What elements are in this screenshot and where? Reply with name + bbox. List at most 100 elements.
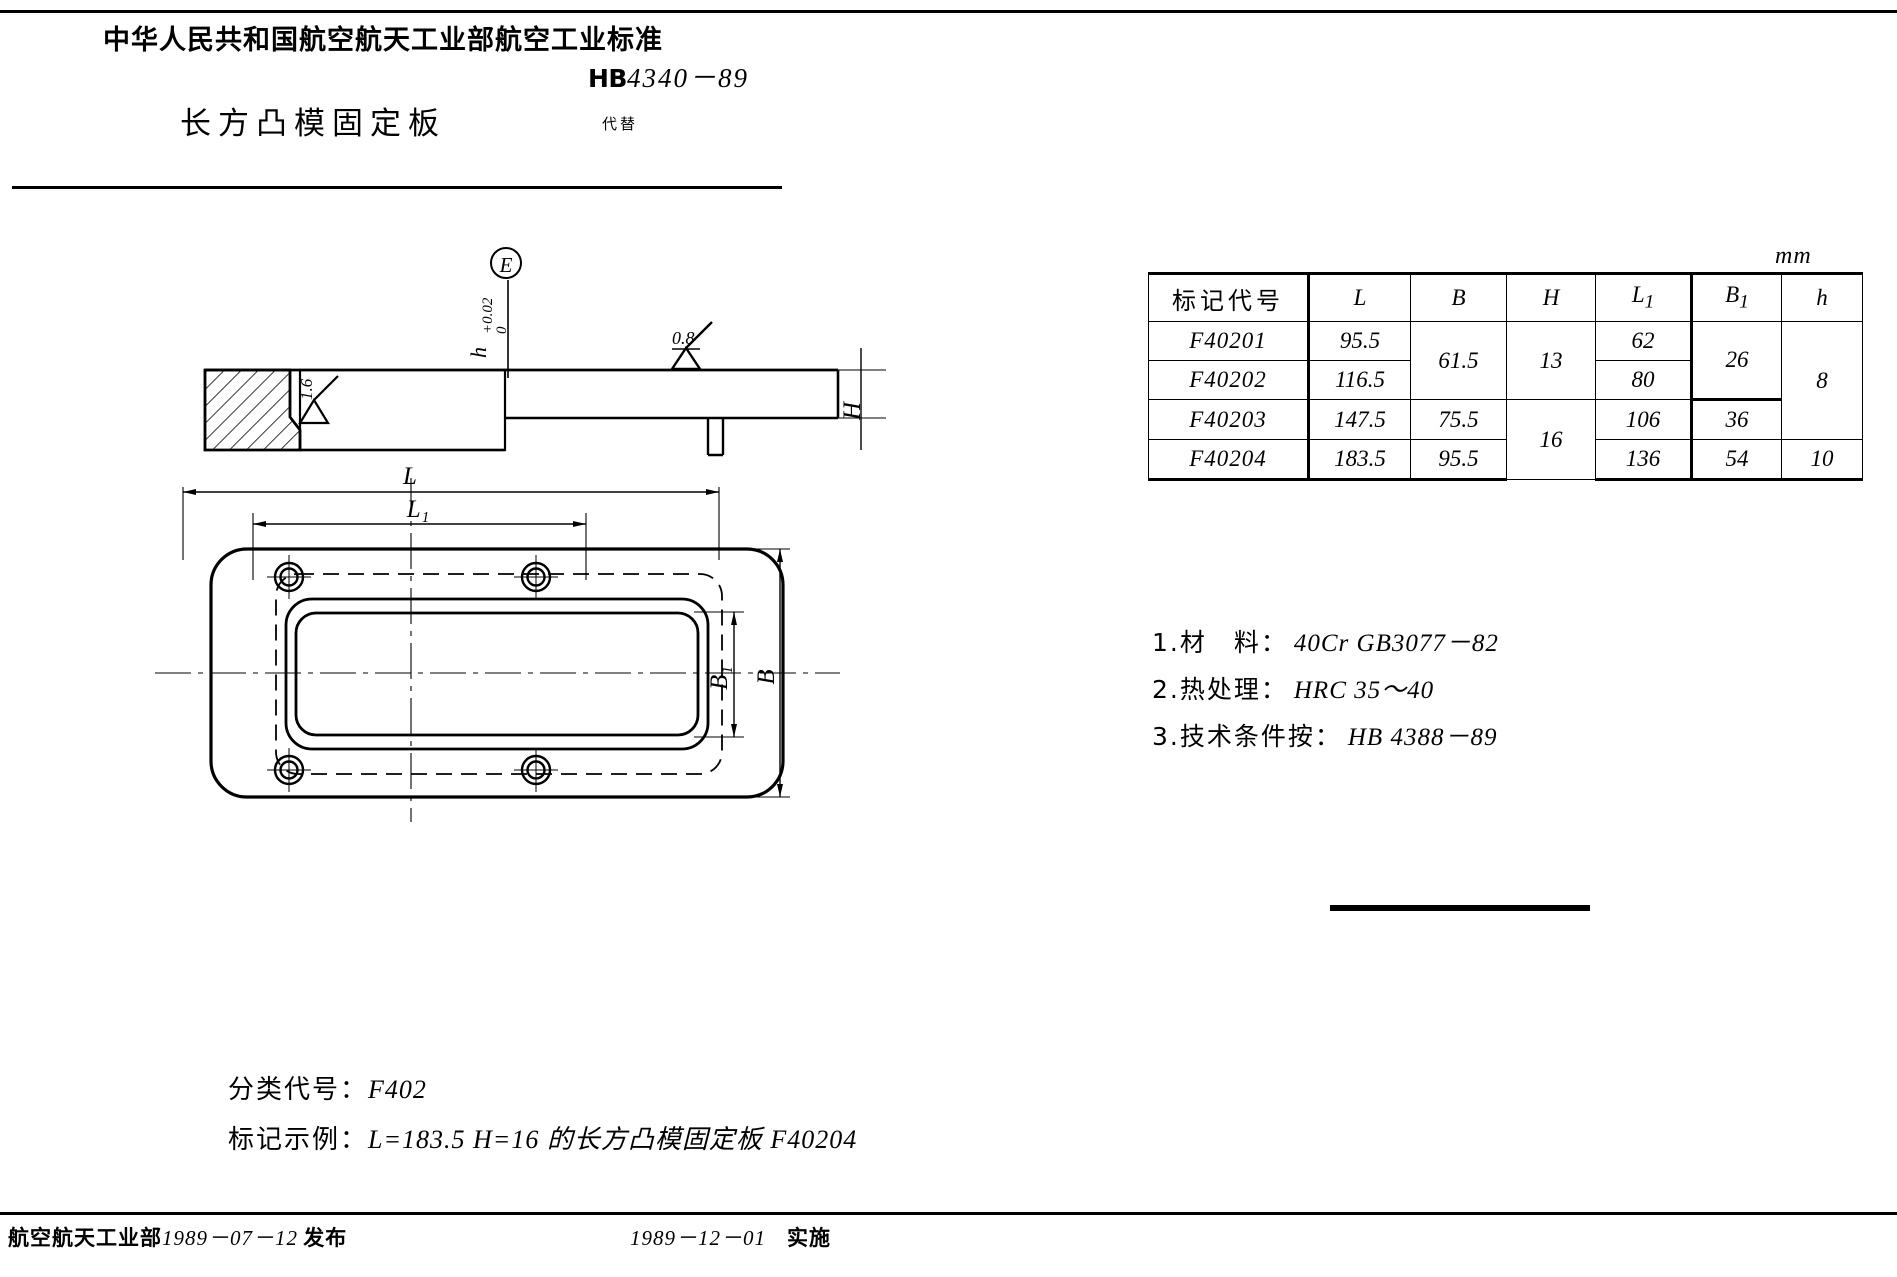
dimension-H: H	[838, 348, 886, 450]
table-row: F40203 147.5 75.5 16 106 36	[1148, 399, 1863, 480]
cell-L: 116.5	[1308, 360, 1411, 400]
dimension-table: 标记代号 L B H L1 B1 h F40201 95.5 61.5 13 6…	[1148, 272, 1863, 481]
footer-effective-date: 1989－12－01	[630, 1226, 766, 1250]
dimension-B: B	[721, 548, 790, 798]
caption-label: 标记示例：	[228, 1125, 369, 1155]
footer-effective-verb: 实施	[787, 1226, 831, 1250]
notes-separator-rule	[1330, 905, 1590, 911]
dimension-H-label: H	[839, 400, 866, 421]
marking-captions: 分类代号：F402 标记示例：L=183.5 H=16 的长方凸模固定板 F40…	[228, 1065, 857, 1165]
pocket-inner-rect	[294, 611, 700, 737]
note-label: 材 料：	[1179, 628, 1288, 657]
cell-code: F40202	[1148, 360, 1310, 400]
dimension-h-label: h	[466, 347, 491, 358]
col-header-h: h	[1781, 272, 1863, 322]
table-row: F40202 116.5 80	[1148, 360, 1863, 400]
caption-classification: 分类代号：F402	[228, 1065, 857, 1115]
cell-code: F40204	[1148, 439, 1310, 481]
note-value: HB 4388－89	[1347, 724, 1498, 751]
part-name-title: 长方凸模固定板	[180, 106, 446, 142]
dimension-B1: B₁	[694, 611, 744, 738]
footer-effective-block: 1989－12－01 实施	[630, 1222, 831, 1252]
col-header-B: B	[1410, 272, 1507, 322]
cell-B1: 36	[1691, 399, 1782, 440]
note-number: 2.	[1152, 675, 1180, 704]
col-header-H: H	[1506, 272, 1596, 322]
standard-number-block: HB4340－89	[588, 56, 749, 95]
cell-B: 95.5	[1410, 439, 1507, 481]
dimension-L-label: L	[402, 463, 417, 490]
replaces-label: 代替	[602, 115, 639, 133]
note-label: 技术条件按：	[1179, 722, 1342, 751]
cell-L: 183.5	[1308, 439, 1411, 481]
cell-H-merged: 16	[1506, 399, 1596, 480]
plan-view: L L₁ B B₁	[155, 463, 840, 822]
technical-notes: 1.材 料：40Cr GB3077－82 2.热处理：HRC 35～40 3.技…	[1152, 620, 1499, 761]
note-item: 3.技术条件按：HB 4388－89	[1152, 714, 1499, 761]
note-value: HRC 35～40	[1293, 677, 1435, 704]
mounting-hole	[514, 555, 558, 599]
footer-issue-verb: 发布	[303, 1226, 348, 1250]
cell-h: 10	[1781, 439, 1863, 481]
dimension-B1-label: B₁	[706, 666, 733, 690]
dimension-h-depth: E h +0.02 0	[466, 247, 522, 378]
table-row: F40201 95.5 61.5 13 62 26 8	[1148, 321, 1863, 440]
cell-h-merged: 8	[1781, 321, 1863, 440]
caption-value: F402	[368, 1075, 427, 1104]
mounting-hole	[514, 748, 558, 792]
note-value: 40Cr GB3077－82	[1293, 630, 1499, 657]
dimension-L: L	[182, 463, 720, 560]
caption-label: 分类代号：	[228, 1075, 369, 1105]
hidden-outline-dashed	[275, 573, 723, 775]
col-header-L: L	[1308, 272, 1411, 322]
footer-issue-block: 航空航天工业部1989－07－12 发布	[8, 1222, 347, 1252]
tolerance-upper: +0.02	[480, 297, 496, 334]
footer-rule	[0, 1212, 1897, 1215]
pocket-outer-rect	[284, 597, 710, 751]
table-header-row: 标记代号 L B H L1 B1 h	[1148, 272, 1863, 322]
datum-label-E: E	[499, 253, 513, 277]
cell-code: F40203	[1148, 399, 1310, 440]
plate-outline	[209, 547, 785, 799]
header-middle-rule	[12, 186, 782, 189]
caption-marking-example: 标记示例：L=183.5 H=16 的长方凸模固定板 F40204	[228, 1115, 857, 1165]
cell-L1: 106	[1595, 399, 1693, 440]
cell-L1: 62	[1595, 321, 1693, 361]
cell-code: F40201	[1148, 321, 1310, 361]
cell-B1: 54	[1691, 439, 1782, 481]
section-rib	[706, 418, 725, 457]
col-header-B1: B1	[1691, 272, 1782, 322]
standard-number: 4340－89	[626, 63, 749, 93]
note-label: 热处理：	[1179, 675, 1288, 704]
cell-L1: 136	[1595, 439, 1693, 481]
dimension-B-label: B	[753, 669, 780, 684]
cell-B-merged: 61.5	[1410, 321, 1507, 400]
cell-L1: 80	[1595, 360, 1693, 400]
note-number: 3.	[1152, 722, 1180, 751]
surface-finish-0-8-label: 0.8	[672, 328, 695, 348]
cell-B1-merged: 26	[1691, 321, 1782, 401]
note-item: 1.材 料：40Cr GB3077－82	[1152, 620, 1499, 667]
col-header-L1: L1	[1595, 272, 1693, 322]
header-top-rule	[0, 10, 1897, 13]
table-row: F40204 183.5 95.5 136 54 10	[1148, 439, 1863, 481]
note-number: 1.	[1152, 628, 1180, 657]
table-unit-label: mm	[1775, 243, 1812, 269]
dimension-L1: L₁	[252, 496, 587, 580]
section-pocket	[298, 368, 507, 452]
footer-issue-date: 1989－07－12	[162, 1226, 298, 1250]
section-view: H E h +0.02 0 0.8 1.6	[203, 247, 886, 457]
section-step-outline	[203, 368, 302, 452]
cell-H-merged: 13	[1506, 321, 1596, 400]
col-header-code: 标记代号	[1148, 272, 1310, 322]
section-flange-hatched	[203, 368, 302, 452]
surface-finish-0-8: 0.8	[669, 321, 713, 371]
footer-issuer: 航空航天工业部	[8, 1226, 162, 1250]
caption-value: L=183.5 H=16 的长方凸模固定板 F40204	[368, 1125, 858, 1154]
mounting-hole	[267, 748, 311, 792]
cell-B: 75.5	[1410, 399, 1507, 440]
surface-finish-1-6-label: 1.6	[297, 378, 316, 400]
cell-L: 95.5	[1308, 321, 1411, 361]
dimension-L1-label: L₁	[406, 496, 430, 523]
